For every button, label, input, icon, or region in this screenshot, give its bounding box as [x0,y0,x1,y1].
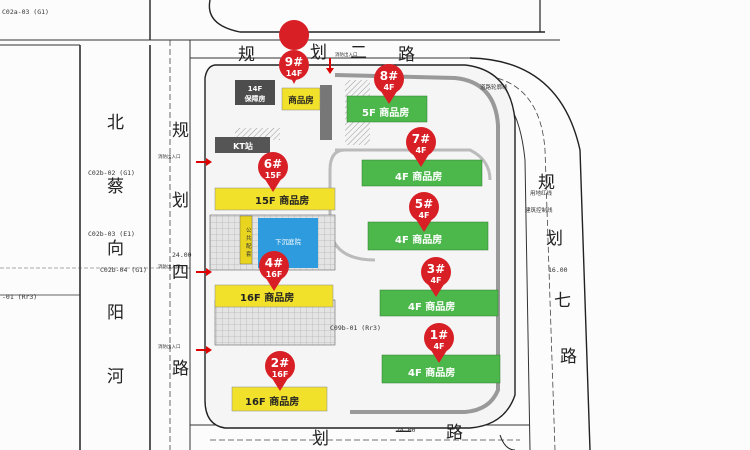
parcel-01: -01 (Rr3) [2,293,37,301]
pin-8-floors: 4F [383,83,394,92]
public-facility-label: 公共配套 [246,228,252,258]
kt-station-label: KT站 [233,141,253,151]
pin-2-floors: 16F [272,370,289,379]
road-west-4: 路 [172,359,189,379]
baozhang-label: 保障房 [244,94,266,103]
kt-station [215,137,270,153]
building-1-label: 4F 商品房 [408,366,455,379]
pin-6-floors: 15F [265,171,282,180]
building-3-label: 4F 商品房 [408,300,455,313]
pin-5-floors: 4F [418,211,429,220]
parcel-c09b01: C09b-01 (Rr3) [330,324,381,332]
river-5: 河 [107,367,124,387]
pin-1-floors: 4F [433,342,444,351]
label-build-control: 建筑控制线 [525,206,553,214]
building-7-label: 4F 商品房 [395,170,442,183]
pin-9-num: 9# [285,55,303,69]
label-road-outline: 道路轮廓线 [480,83,508,91]
entrance-label-1: 消防出入口 [158,153,181,160]
parcel-c02b03: C02b-03 (E1) [88,230,135,238]
road-south-2: 一 [395,423,412,443]
road-north-2: 划 [310,43,327,63]
pin-9-floors: 14F [286,69,303,78]
pin-2-num: 2# [271,356,289,370]
pin-4-num: 4# [265,256,283,270]
pin-4[interactable]: 4# 16F [259,251,289,291]
entrance-label-4: 消防出入口 [335,51,358,58]
pin-7[interactable]: 7# 4F [406,127,436,167]
road-north-4: 路 [398,45,415,65]
road-west-2: 划 [172,191,189,211]
parcel-c02b04: C02b-04 (G1) [100,266,147,274]
road-south-3: 路 [446,423,463,443]
road-east-3: 七 [554,291,571,311]
entrance-label-3: 消防出入口 [158,343,181,350]
building-3 [379,289,499,317]
pin-7-num: 7# [412,132,430,146]
pin-1[interactable]: 1# 4F [424,323,454,363]
river-2: 蔡 [107,177,124,197]
dim-east: 16.00 [548,266,568,274]
parcel-c02b02: C02b-02 (G1) [88,169,135,177]
pin-5[interactable]: 5# 4F [409,192,439,232]
building-9 [281,87,321,111]
parcel-c02a03: C02a-03 (G1) [2,8,49,16]
entrance-arrows [196,58,334,354]
road-west-3: 四 [172,263,189,283]
label-red-line: 用地红线 [530,189,553,197]
pin-3-floors: 4F [430,276,441,285]
river-3: 向 [107,239,124,259]
road-north-1: 规 [238,45,255,65]
baozhang-floors: 14F [248,85,263,93]
pin-3-num: 3# [427,262,445,276]
building-4-label: 16F 商品房 [240,291,294,304]
pin-3[interactable]: 3# 4F [421,257,451,297]
road-west-1: 规 [172,121,189,141]
dim-west: 24.00 [172,251,192,259]
sunken-courtyard-label: 下沉庭院 [275,237,302,246]
public-facility [239,215,253,265]
pin-6[interactable]: 6# 15F [258,152,288,192]
building-5 [367,221,489,251]
building-6-label: 15F 商品房 [255,194,309,207]
pin-7-floors: 4F [415,146,426,155]
dim-south: 24.00 [396,426,416,434]
building-2 [231,386,328,412]
pin-4-floors: 16F [266,270,283,279]
road-north-3: 二 [350,43,367,63]
pin-2[interactable]: 2# 16F [265,351,295,391]
baozhang-building [235,80,275,105]
building-2-label: 16F 商品房 [245,395,299,408]
road-east-1: 规 [538,173,555,193]
building-9-label: 商品房 [288,95,314,106]
pin-8-num: 8# [380,69,398,83]
pin-5-num: 5# [415,197,433,211]
entrance-label-2: 消防出入口 [158,263,181,270]
river-1: 北 [107,113,124,133]
river-4: 阳 [107,303,124,323]
building-5-label: 4F 商品房 [395,233,442,246]
road-east-4: 路 [560,347,577,367]
road-south-1: 划 [312,429,329,449]
pin-6-num: 6# [264,157,282,171]
pin-8[interactable]: 8# 4F [374,64,404,104]
road-east-2: 划 [546,229,563,249]
building-8-label: 5F 商品房 [362,106,409,119]
pin-9[interactable]: 9# 14F [279,20,310,84]
pin-1-num: 1# [430,328,448,342]
